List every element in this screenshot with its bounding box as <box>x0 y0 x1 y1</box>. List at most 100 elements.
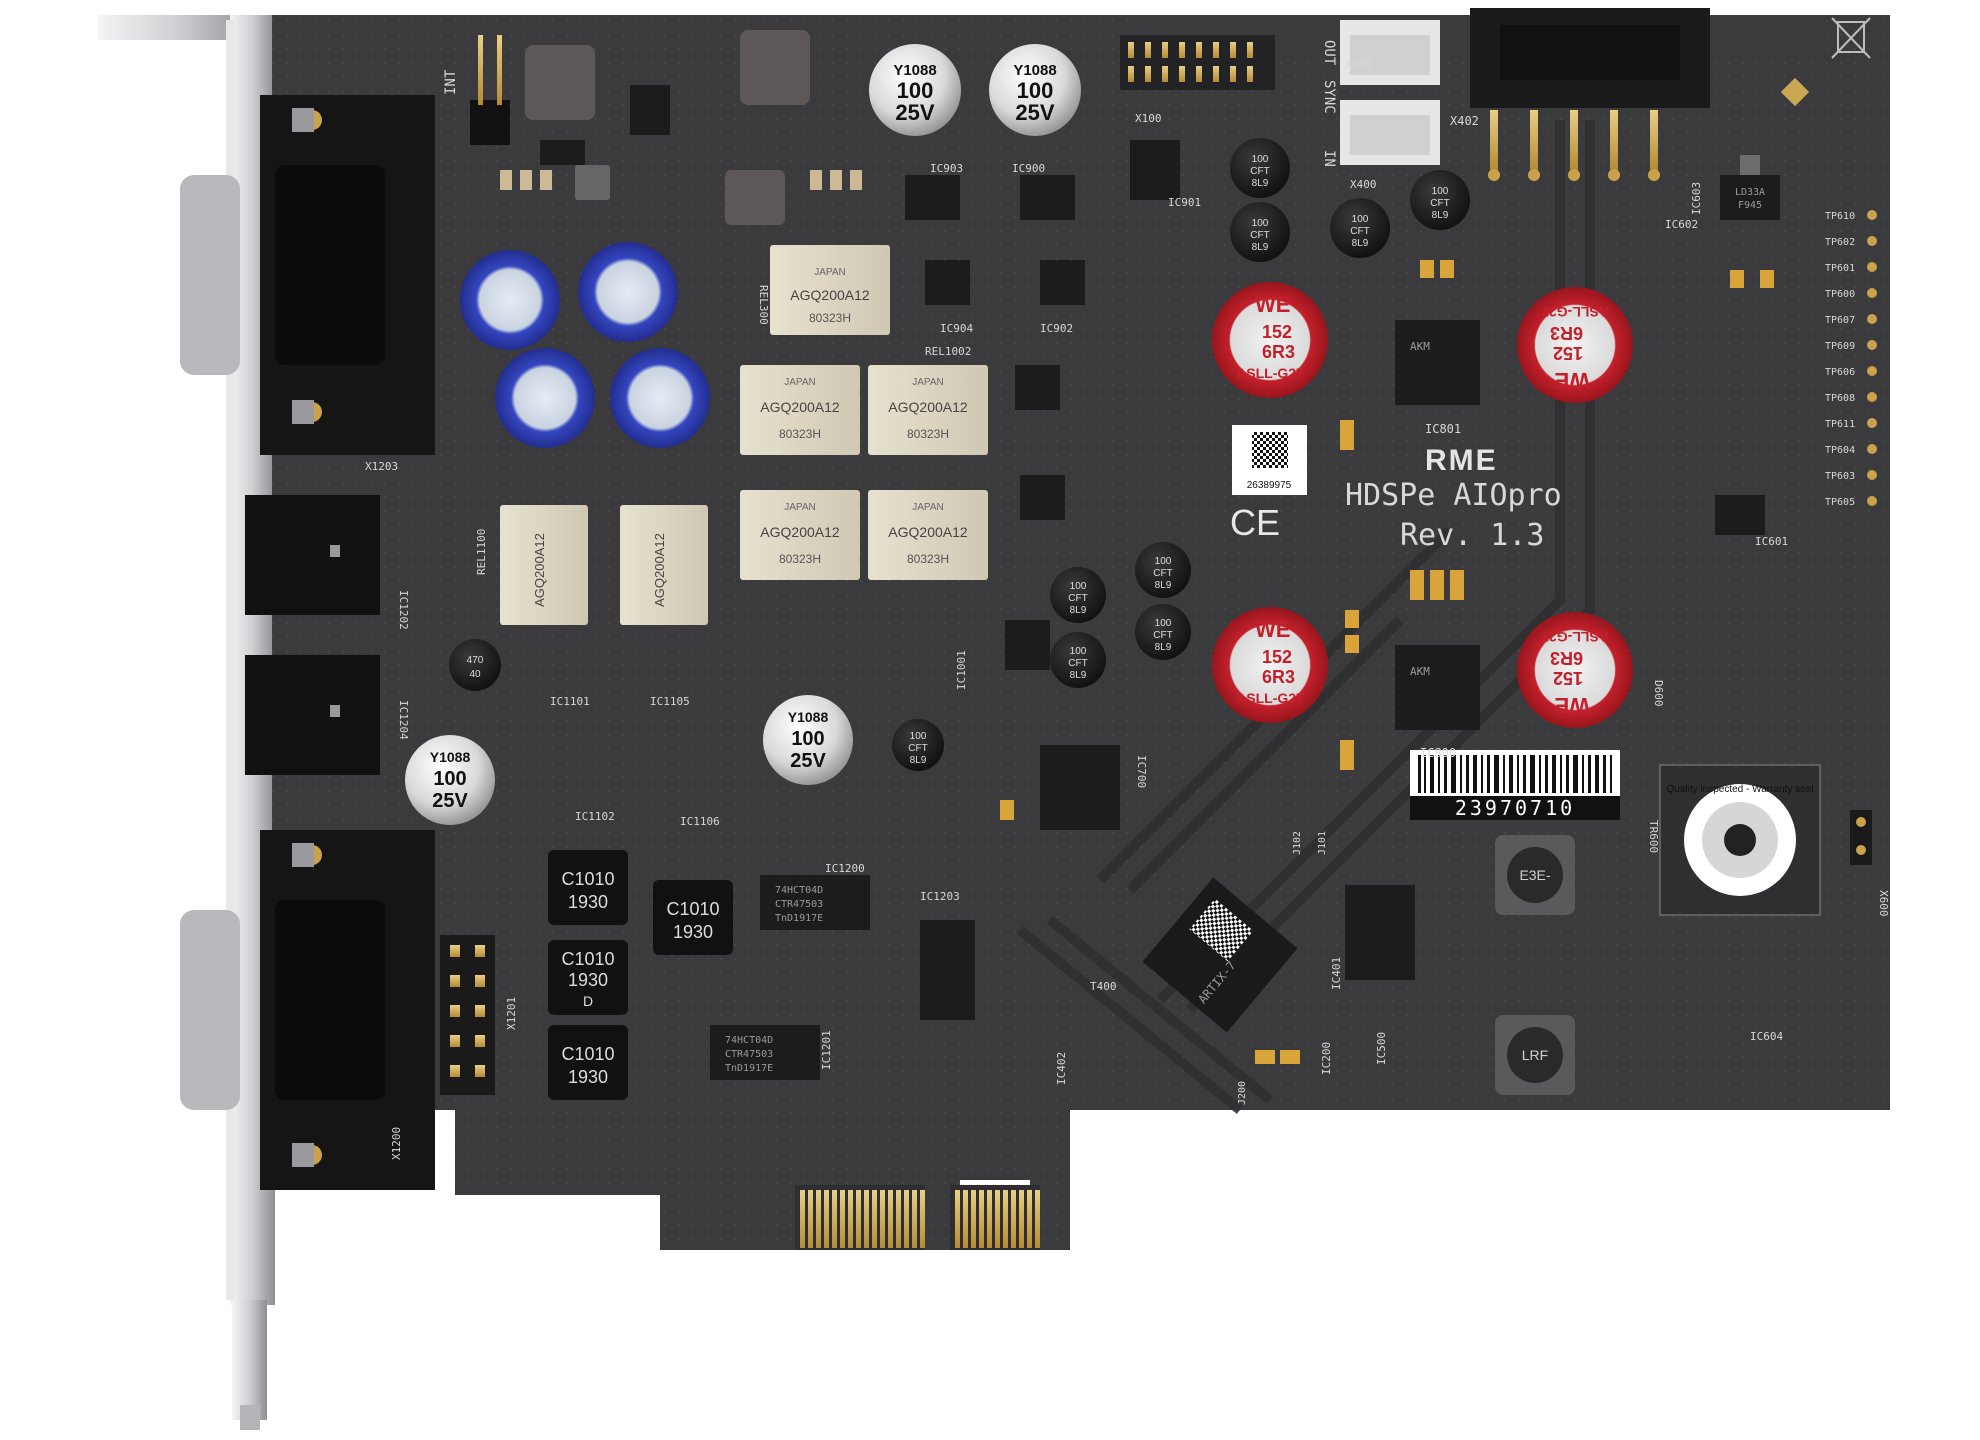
test-point-label: TP609 <box>1825 341 1855 352</box>
cap-marking: 8L9 <box>1155 642 1172 653</box>
inductor-marking: E3E- <box>1519 867 1550 883</box>
model-name: HDSPe AIOpro <box>1345 478 1562 513</box>
cap-marking: 8L9 <box>1155 580 1172 591</box>
cap-marking: WE <box>1555 368 1590 393</box>
logic-chip-ic1201: 74HCT04D CTR47503 TnD1917E <box>710 1025 820 1080</box>
label-ic1201: IC1201 <box>820 1030 833 1070</box>
capacitor-big-1: Y1088 100 25V <box>869 44 961 136</box>
sync-connector-in: IN <box>1321 100 1440 167</box>
label-in: IN <box>1321 150 1337 167</box>
label-int: INT <box>443 69 459 95</box>
gold-finger <box>912 1190 917 1248</box>
relay-marking: JAPAN <box>814 267 846 278</box>
test-point-pad <box>1867 314 1877 324</box>
label-ic904: IC904 <box>940 322 973 335</box>
cap-marking: 152 <box>1553 668 1583 688</box>
cap-marking: 100 <box>433 768 466 790</box>
cap-marking: 8L9 <box>1252 178 1269 189</box>
label-ic903: IC903 <box>930 162 963 175</box>
gold-finger <box>888 1190 893 1248</box>
label-x400: X400 <box>1345 58 1372 71</box>
label-ic800: IC800 <box>1420 746 1456 760</box>
gold-finger <box>872 1190 877 1248</box>
test-point-label: TP606 <box>1825 367 1855 378</box>
fpga-chip: ARTIX-7 <box>1142 877 1298 1033</box>
label-rel1002: REL1002 <box>925 345 971 358</box>
chip-marking: TnD1917E <box>775 913 823 924</box>
regulator-chip: LD33A F945 <box>1720 155 1780 220</box>
brand-logo: RME <box>1425 444 1498 477</box>
pcb-traces <box>1016 120 1595 1114</box>
label-ic1203: IC1203 <box>920 890 960 903</box>
chip-marking: 74HCT04D <box>775 885 823 896</box>
cap-marking: 100 <box>791 728 824 750</box>
label-ic1102: IC1102 <box>575 810 615 823</box>
we-capacitor-2: WE 152 6R3 ASLL-G27 <box>1517 287 1633 403</box>
gold-finger <box>1027 1190 1032 1248</box>
gold-finger <box>896 1190 901 1248</box>
label-ic700: IC700 <box>1135 755 1148 788</box>
inductor-2: C1010 1930 <box>653 880 733 955</box>
gold-finger <box>840 1190 845 1248</box>
revision: Rev. 1.3 <box>1400 518 1545 553</box>
cap-marking: 8L9 <box>1070 670 1087 681</box>
gold-finger <box>1035 1190 1040 1248</box>
cap-marking: 25V <box>895 100 934 125</box>
test-point-pad <box>1867 288 1877 298</box>
label-ic601: IC601 <box>1755 535 1788 548</box>
label-ic1105: IC1105 <box>650 695 690 708</box>
cap-marking: 100 <box>897 78 934 103</box>
gold-finger <box>995 1190 1000 1248</box>
cap-marking: CFT <box>1153 568 1172 579</box>
label-ic401: IC401 <box>1330 957 1343 990</box>
inductor-marking: 1930 <box>673 922 713 942</box>
label-d600: D600 <box>1652 680 1665 707</box>
cap-marking: ASLL-G27 <box>1541 304 1609 320</box>
gold-finger <box>987 1190 992 1248</box>
logic-chip-ic1200: 74HCT04D CTR47503 TnD1917E <box>760 875 870 930</box>
cap-marking: 100 <box>1155 618 1172 629</box>
label-j102: J102 <box>1292 831 1303 855</box>
label-ic1204: IC1204 <box>397 700 410 740</box>
cap-marking: WE <box>1255 292 1290 317</box>
label-j101: J101 <box>1317 831 1328 855</box>
relay-marking: AGQ200A12 <box>532 533 547 607</box>
ic601-chip <box>1715 495 1765 535</box>
test-point-label: TP603 <box>1825 471 1855 482</box>
cap-marking: 100 <box>1070 646 1087 657</box>
cap-marking: 8L9 <box>1252 242 1269 253</box>
label-ic902: IC902 <box>1040 322 1073 335</box>
we-capacitor-1: WE 152 6R3 ASLL-G27 <box>1212 282 1328 398</box>
cap-marking: ASLL-G27 <box>1541 629 1609 645</box>
inductor-marking: D <box>583 993 593 1009</box>
cap-marking: 25V <box>432 790 468 812</box>
gold-finger <box>816 1190 821 1248</box>
cap-marking: 100 <box>1252 154 1269 165</box>
cap-marking: 100 <box>910 731 927 742</box>
logic-chip-ic1203 <box>920 920 975 1020</box>
gold-finger <box>971 1190 976 1248</box>
gold-finger <box>904 1190 909 1248</box>
test-point-label: TP602 <box>1825 237 1855 248</box>
warranty-seal: Quality inspected - Warranty seal <box>1659 764 1821 916</box>
gold-finger <box>832 1190 837 1248</box>
cap-marking: 8L9 <box>1352 238 1369 249</box>
pcie-edge-connector <box>795 1185 1040 1250</box>
relay-marking: AGQ200A12 <box>760 399 840 415</box>
chip-marking: F945 <box>1738 200 1762 211</box>
inductor-1: C1010 1930 <box>548 850 628 925</box>
label-x1201: X1201 <box>505 997 518 1030</box>
label-t400: T400 <box>1090 980 1117 993</box>
cap-marking: CFT <box>1153 630 1172 641</box>
chip-marking: CTR47503 <box>725 1049 773 1060</box>
cap-marking: 6R3 <box>1262 342 1295 362</box>
chip-marking: AKM <box>1410 665 1430 678</box>
cap-marking: 40 <box>469 669 481 680</box>
chip-marking: CTR47503 <box>775 899 823 910</box>
label-ic1106: IC1106 <box>680 815 720 828</box>
fiducial-icon <box>1780 77 1810 107</box>
label-ic901: IC901 <box>1168 196 1201 209</box>
datamatrix-sticker: 26389975 <box>1232 425 1307 495</box>
inductor-3: C1010 1930 D <box>548 940 628 1015</box>
relay-marking: AGQ200A12 <box>652 533 667 607</box>
